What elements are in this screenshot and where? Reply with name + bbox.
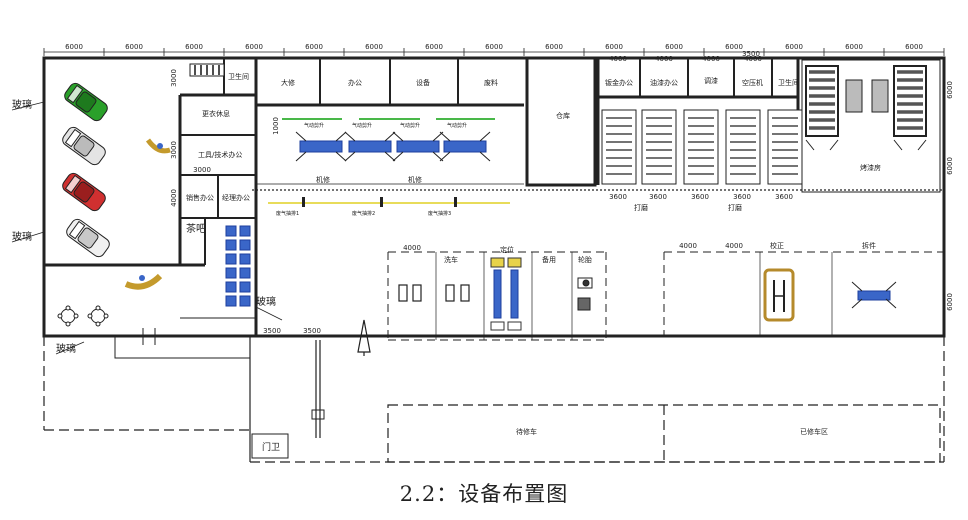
room-overhaul: 大修 — [281, 78, 295, 87]
room-maint-a: 机修 — [316, 175, 330, 184]
warehouse-room — [525, 56, 597, 187]
dim-6000-right-a: 6000 — [946, 81, 954, 99]
room-tire: 轮胎 — [578, 255, 592, 264]
room-paint-booth: 烤漆房 — [860, 163, 881, 172]
frame-straightener — [763, 268, 795, 322]
dim-3000-mid: 3000 — [193, 166, 211, 174]
room-compressor: 空压机 — [742, 78, 763, 87]
room-wash: 洗车 — [444, 255, 458, 264]
tire-machine — [577, 277, 593, 311]
dim-top-1: 6000 — [65, 43, 83, 51]
room-grinding-b: 打磨 — [728, 203, 742, 212]
dim-3000-left-a: 3000 — [170, 69, 178, 87]
lift-label-3: 气动剪升 — [400, 122, 420, 129]
dim-top-8: 6000 — [485, 43, 503, 51]
lift-2 — [348, 140, 392, 153]
room-disassembly: 拆件 — [862, 241, 876, 250]
dim-top-10: 6000 — [605, 43, 623, 51]
gate-house — [251, 433, 289, 459]
dim-4000-tr-2: 4000 — [655, 55, 673, 63]
dim-top-15: 6000 — [905, 43, 923, 51]
hose-label-2: 废气抽排2 — [352, 210, 375, 217]
room-warehouse: 仓库 — [556, 111, 570, 120]
room-grinding-a: 打磨 — [634, 203, 648, 212]
dim-6000-right-b: 6000 — [946, 157, 954, 175]
room-maint-b: 机修 — [408, 175, 422, 184]
hose-label-1: 废气抽排1 — [276, 210, 299, 217]
lift-label-2: 气动剪升 — [352, 122, 372, 129]
room-align: 定位 — [500, 245, 514, 254]
room-office: 办公 — [348, 78, 362, 87]
dim-3600-1: 3600 — [609, 193, 627, 201]
dim-3600-2: 3600 — [649, 193, 667, 201]
room-manager-office: 经理办公 — [222, 193, 250, 202]
dim-6000-right-c: 6000 — [946, 293, 954, 311]
dim-top-6: 6000 — [365, 43, 383, 51]
room-sales-office: 销售办公 — [186, 193, 214, 202]
room-tool-office: 工具/技术办公 — [198, 150, 242, 159]
dim-3600-3: 3600 — [691, 193, 709, 201]
dim-top-7: 6000 — [425, 43, 443, 51]
floor-plan: 6000 6000 6000 6000 6000 6000 6000 6000 … — [11, 43, 954, 463]
showroom-cars — [62, 82, 110, 258]
building-outer-wall — [42, 56, 946, 338]
glass-label-1: 玻璃 — [12, 98, 32, 111]
dim-top-13: 6000 — [785, 43, 803, 51]
tea-tables — [57, 305, 109, 327]
room-restroom-left: 卫生间 — [228, 72, 249, 81]
dim-top-5: 6000 — [305, 43, 323, 51]
dim-4000-left: 4000 — [170, 189, 178, 207]
dim-top-9: 6000 — [545, 43, 563, 51]
lift-1 — [299, 140, 343, 153]
room-paint-mix: 调漆 — [704, 76, 718, 85]
dim-top-4: 6000 — [245, 43, 263, 51]
glass-label-3: 玻璃 — [256, 295, 276, 308]
room-gate: 门卫 — [262, 441, 280, 453]
room-equipment: 设备 — [416, 78, 430, 87]
office-workstations — [225, 225, 251, 307]
lift-label-4: 气动剪升 — [447, 122, 467, 129]
dim-3500-bottom-1: 3500 — [263, 327, 281, 335]
dim-top-12: 6000 — [725, 43, 743, 51]
room-locker: 更衣休息 — [202, 109, 230, 118]
hose-label-3: 废气抽排3 — [428, 210, 451, 217]
room-waste: 废料 — [484, 78, 498, 87]
room-restroom-top: 卫生间 — [778, 78, 799, 87]
lift-4 — [443, 140, 487, 153]
dim-3000-left-b: 3000 — [170, 141, 178, 159]
room-paint-office: 油漆办公 — [650, 78, 678, 87]
alignment-lift — [490, 257, 522, 331]
dim-4000-mid-1: 4000 — [403, 244, 421, 252]
parking-left: 待修车 — [516, 427, 537, 436]
dim-4000-tr-3: 4000 — [702, 55, 720, 63]
maintenance-lifts — [282, 118, 495, 162]
glass-label-2: 玻璃 — [12, 230, 32, 243]
dim-top-14: 6000 — [845, 43, 863, 51]
dim-3500-top: 3500 — [742, 50, 760, 58]
dim-1000: 1000 — [272, 117, 280, 135]
dim-4000-tr-4: 4000 — [744, 55, 762, 63]
lift-label-1: 气动剪升 — [304, 122, 324, 129]
dim-3600-5: 3600 — [775, 193, 793, 201]
room-tea-bar: 茶吧 — [186, 222, 206, 235]
parking-right: 已修车区 — [800, 427, 828, 436]
room-spare: 备用 — [542, 255, 556, 264]
dim-3500-bottom-2: 3500 — [303, 327, 321, 335]
paint-booth-equipment — [805, 65, 927, 151]
dim-top-3: 6000 — [185, 43, 203, 51]
lift-3 — [396, 140, 440, 153]
room-sheet-office: 钣金办公 — [605, 78, 633, 87]
grinding-stations — [601, 109, 803, 185]
reception-desk — [124, 138, 171, 290]
dim-top-11: 6000 — [665, 43, 683, 51]
dim-top-2: 6000 — [125, 43, 143, 51]
dim-3600-4: 3600 — [733, 193, 751, 201]
disassembly-lift — [851, 281, 897, 309]
dim-4000-mid-3: 4000 — [725, 242, 743, 250]
figure-caption: 2.2：设备布置图 — [399, 482, 569, 506]
dim-4000-mid-2: 4000 — [679, 242, 697, 250]
dim-4000-tr-1: 4000 — [609, 55, 627, 63]
room-frame: 校正 — [770, 241, 784, 250]
